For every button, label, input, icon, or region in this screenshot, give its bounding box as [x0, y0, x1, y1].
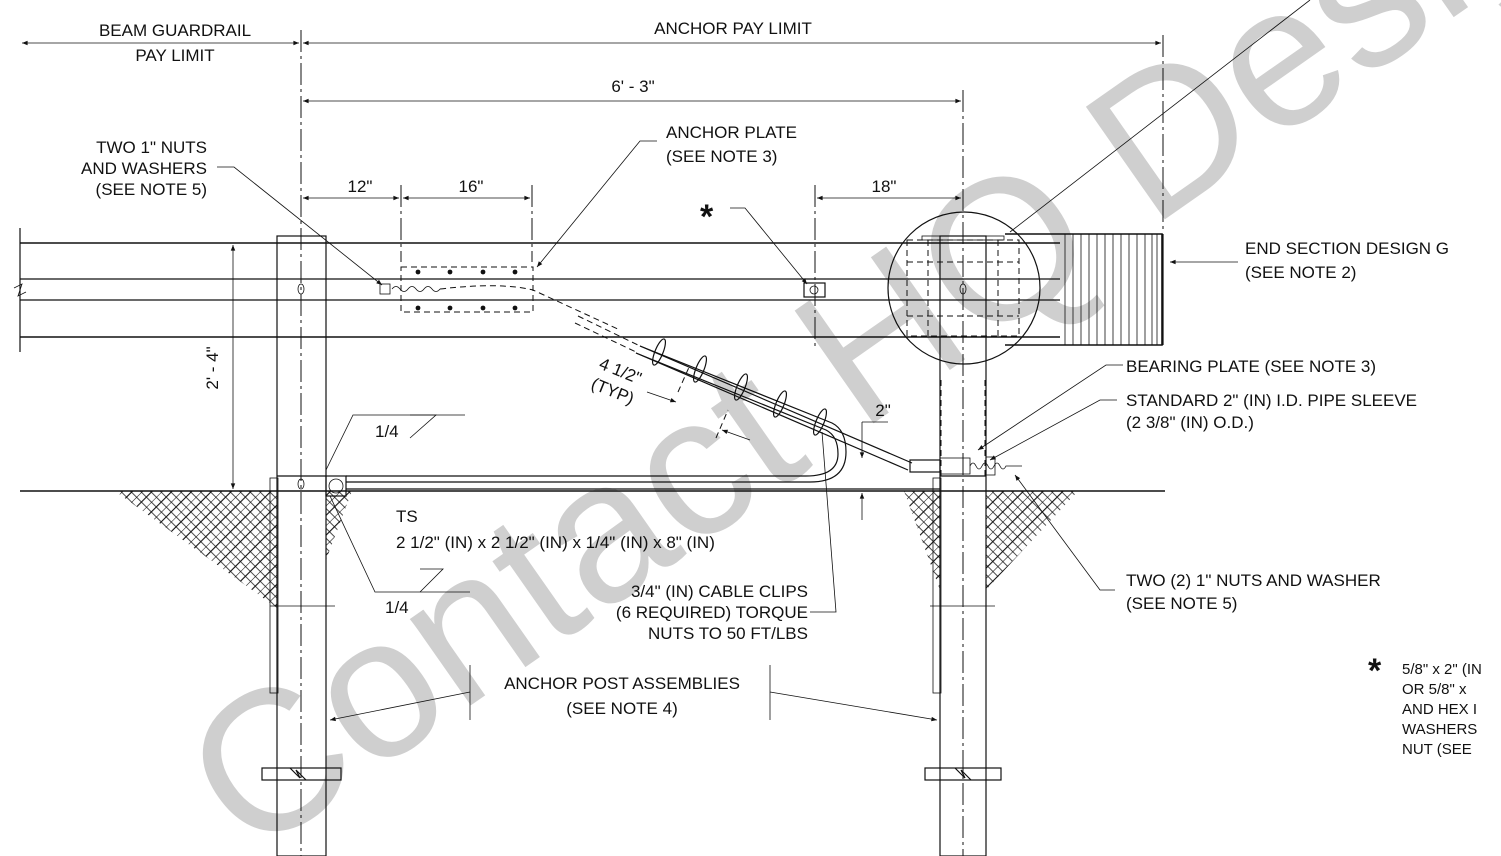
- note-line-4: WASHERS: [1402, 721, 1477, 738]
- dimension-6-3: 6' - 3": [611, 77, 654, 96]
- pipe-sleeve-label-2: (2 3/8" (IN) O.D.): [1126, 413, 1254, 432]
- star-marker: *: [700, 198, 714, 236]
- weld-top-label: 1/4: [375, 422, 399, 441]
- note-line-3: AND HEX I: [1402, 701, 1477, 718]
- end-section-label-1: END SECTION DESIGN G: [1245, 239, 1449, 258]
- anchor-post-label-1: ANCHOR POST ASSEMBLIES: [504, 674, 740, 693]
- end-section-label-2: (SEE NOTE 2): [1245, 263, 1356, 282]
- two-nuts-label-3: (SEE NOTE 5): [96, 180, 207, 199]
- anchor-plate-label-2: (SEE NOTE 3): [666, 147, 777, 166]
- dimension-16: 16": [459, 177, 484, 196]
- note-line-5: NUT (SEE: [1402, 741, 1472, 758]
- anchor-pay-limit-label: ANCHOR PAY LIMIT: [654, 19, 812, 38]
- two-nuts-label-2: AND WASHERS: [81, 159, 207, 178]
- two-nuts-washer-label-1: TWO (2) 1" NUTS AND WASHER: [1126, 571, 1381, 590]
- bearing-plate-label: BEARING PLATE (SEE NOTE 3): [1126, 357, 1376, 376]
- anchor-post-label-2: (SEE NOTE 4): [566, 699, 677, 718]
- two-nuts-washer-label-2: (SEE NOTE 5): [1126, 594, 1237, 613]
- ts-label-2: 2 1/2" (IN) x 2 1/2" (IN) x 1/4" (IN) x …: [396, 533, 715, 552]
- leader-lines: [217, 140, 1238, 722]
- ts-label-1: TS: [396, 507, 418, 526]
- soil-hatching: [115, 491, 1078, 608]
- two-nuts-label-1: TWO 1" NUTS: [96, 138, 207, 157]
- note-line-1: 5/8" x 2" (IN: [1402, 661, 1482, 678]
- center-lines: [300, 30, 1164, 856]
- dimension-2-4: 2' - 4": [203, 346, 222, 389]
- dimension-18: 18": [872, 177, 897, 196]
- cable-clips-label-1: 3/4" (IN) CABLE CLIPS: [631, 582, 808, 601]
- beam-pay-limit-label-2: PAY LIMIT: [135, 46, 214, 65]
- watermark-text: Contact HQ Design Office: [147, 0, 1501, 856]
- beam-pay-limit-label-1: BEAM GUARDRAIL: [99, 21, 251, 40]
- detail-leader: [1009, 0, 1311, 233]
- weld-symbols: [325, 414, 470, 593]
- anchor-plate: [379, 266, 621, 331]
- cable-clips-label-2: (6 REQUIRED) TORQUE: [616, 603, 808, 622]
- dimension-2in: 2": [875, 401, 891, 420]
- pipe-sleeve-label-1: STANDARD 2" (IN) I.D. PIPE SLEEVE: [1126, 391, 1417, 410]
- anchor-plate-label-1: ANCHOR PLATE: [666, 123, 797, 142]
- anchor-cable: [346, 315, 1022, 490]
- weld-bottom-label: 1/4: [385, 598, 409, 617]
- dimension-12: 12": [348, 177, 373, 196]
- note-line-2: OR 5/8" x: [1402, 681, 1467, 698]
- note-star-marker: *: [1368, 652, 1382, 690]
- ts-tube-hole: [328, 478, 344, 494]
- dimension-lines: [22, 40, 1161, 520]
- w-beam-rail: [13, 228, 1060, 352]
- detail-circle: [887, 211, 1041, 365]
- ts-tube: [325, 475, 347, 497]
- cable-clips-label-3: NUTS TO 50 FT/LBS: [648, 624, 808, 643]
- end-section-design-g: [1005, 233, 1164, 346]
